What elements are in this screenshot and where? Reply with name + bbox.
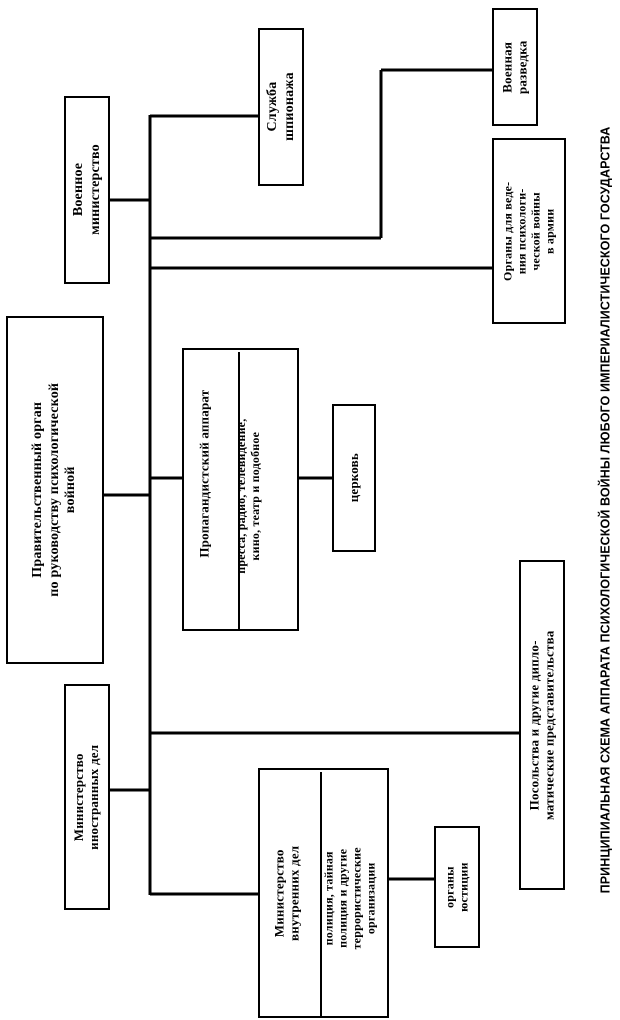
line: войной <box>63 466 79 514</box>
line: пресса, радио, телевидение, <box>233 418 248 574</box>
line: кино, театр и подобное <box>248 431 262 561</box>
node-ministry-internal-affairs[interactable]: Министерство внутренних дел полиция, тай… <box>258 768 389 1018</box>
line: Министерство <box>271 849 287 938</box>
diagram-title: ПРИНЦИПИАЛЬНАЯ СХЕМА АППАРАТА ПСИХОЛОГИЧ… <box>592 0 618 1020</box>
node-espionage-service[interactable]: Служба шпионажа <box>258 28 304 186</box>
line: Министерство <box>71 753 87 841</box>
line: Органы для веде- <box>500 181 515 281</box>
node-label-espionage-service: Служба шпионажа <box>264 73 297 142</box>
line: в армии <box>543 208 558 254</box>
node-label-police-organizations: полиция, тайная полиция и другие террори… <box>322 818 379 978</box>
node-label-ministry-internal-affairs: Министерство внутренних дел <box>272 813 303 973</box>
node-ministry-of-war[interactable]: Военное министерство <box>64 96 110 284</box>
node-ministry-foreign-affairs[interactable]: Министерство иностранных дел <box>64 684 110 910</box>
node-label-government-psyops-body: Правительственный орган по руководству п… <box>30 383 80 597</box>
diagram-title-text: ПРИНЦИПИАЛЬНАЯ СХЕМА АППАРАТА ПСИХОЛОГИЧ… <box>598 126 613 894</box>
line: министерство <box>87 144 103 236</box>
line: по руководству психологической <box>46 383 62 597</box>
line: матические представительства <box>542 630 558 820</box>
propaganda-divider <box>238 352 240 631</box>
mvd-divider <box>320 772 322 1018</box>
line: органы <box>442 866 457 908</box>
node-label-ministry-foreign-affairs: Министерство иностранных дел <box>72 744 103 849</box>
node-church[interactable]: церковь <box>332 404 376 552</box>
node-label-justice-bodies: органы юстиции <box>443 862 471 911</box>
line: шпионажа <box>281 72 296 142</box>
node-government-psyops-body[interactable]: Правительственный орган по руководству п… <box>6 316 104 664</box>
line: ния психологи- <box>514 188 529 274</box>
node-justice-bodies[interactable]: органы юстиции <box>434 826 480 948</box>
node-label-army-psyops-organs: Органы для веде- ния психологи- ческой в… <box>501 181 558 280</box>
node-embassies[interactable]: Посольства и другие дипло- матические пр… <box>519 560 565 890</box>
line: полиция и другие <box>335 848 350 948</box>
line: полиция, тайная <box>321 851 336 946</box>
line: организации <box>364 862 379 935</box>
line: террористические <box>350 847 364 950</box>
node-label-embassies: Посольства и другие дипло- матические пр… <box>527 630 558 820</box>
line: внутренних дел <box>287 845 302 941</box>
node-label-church: церковь <box>346 453 361 502</box>
line: иностранных дел <box>87 744 103 850</box>
line: Военное <box>70 163 86 217</box>
line: разведка <box>515 40 531 94</box>
node-label-military-intelligence: Военная разведка <box>500 40 531 94</box>
node-label-propaganda-channels: пресса, радио, телевидение, кино, театр … <box>234 416 262 576</box>
line: ческой войны <box>529 191 543 271</box>
line: Служба <box>264 82 280 132</box>
line: церковь <box>346 453 362 503</box>
node-army-psyops-organs[interactable]: Органы для веде- ния психологи- ческой в… <box>492 138 566 324</box>
line: юстиции <box>457 862 472 912</box>
line: Правительственный орган <box>30 402 46 578</box>
line: Посольства и другие дипло- <box>526 640 542 810</box>
node-label-ministry-of-war: Военное министерство <box>70 145 103 236</box>
node-military-intelligence[interactable]: Военная разведка <box>492 8 538 126</box>
line: Военная <box>499 41 515 93</box>
node-label-propaganda-apparatus: Пропагандистский аппарат <box>196 389 212 558</box>
node-propaganda-apparatus[interactable]: Пропагандистский аппарат пресса, радио, … <box>182 348 299 631</box>
line: Пропагандистский аппарат <box>196 389 212 558</box>
